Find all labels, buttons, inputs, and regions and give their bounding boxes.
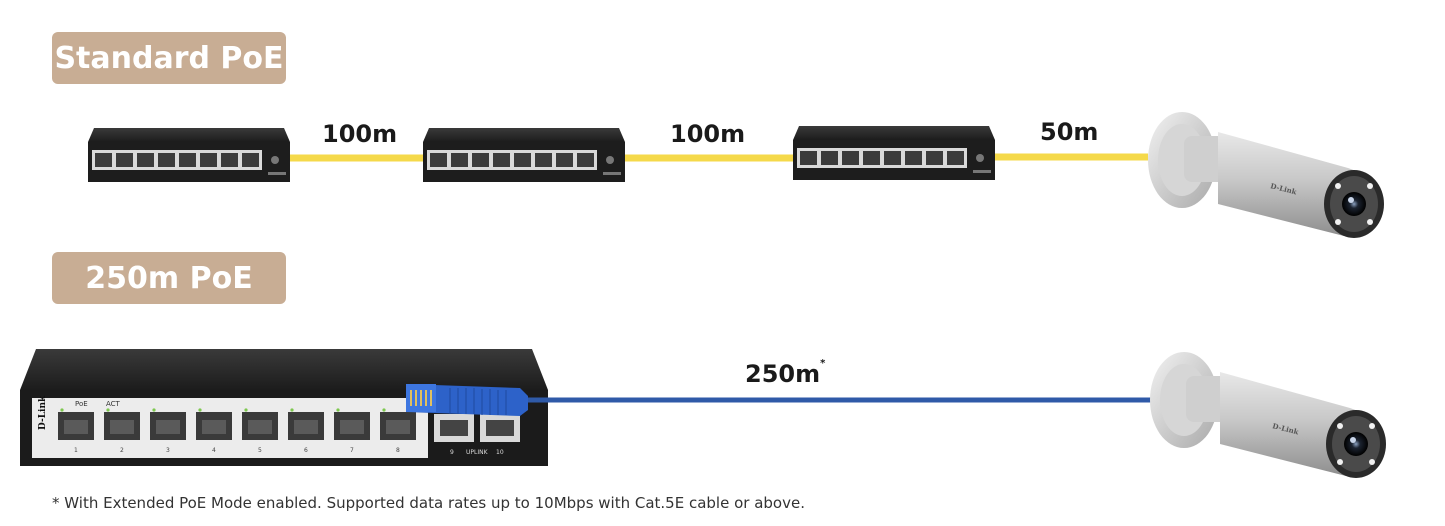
port-number-9: 9 <box>450 449 454 456</box>
segment-1-distance: 100m <box>322 120 398 148</box>
port-number-4: 4 <box>212 447 216 454</box>
extended-cable <box>406 384 1152 416</box>
camera-2: D-Link <box>1150 352 1386 478</box>
footnote: * With Extended PoE Mode enabled. Suppor… <box>52 494 805 512</box>
switch-brand-logo: D-Link <box>38 395 48 430</box>
extended-poe-badge: 250m PoE <box>52 252 286 304</box>
poe-switch-250m: D-Link PoE ACT <box>20 349 548 466</box>
camera-1: D-Link <box>1148 112 1384 238</box>
port-number-6: 6 <box>304 447 308 454</box>
segment-3-distance: 50m <box>1040 118 1099 146</box>
extended-distance: 250m* <box>745 358 826 388</box>
port-number-1: 1 <box>74 447 78 454</box>
camera-2-logo: D-Link <box>1272 421 1300 436</box>
poe-label: PoE <box>75 400 88 408</box>
switch-1 <box>88 128 290 182</box>
port-number-10: 10 <box>496 449 504 456</box>
switch-2 <box>423 128 625 182</box>
uplink-label: UPLINK <box>466 449 489 456</box>
standard-poe-badge: Standard PoE <box>52 32 286 84</box>
port-number-2: 2 <box>120 447 124 454</box>
camera-1-logo: D-Link <box>1270 181 1298 196</box>
port-number-7: 7 <box>350 447 354 454</box>
switch-3 <box>793 126 995 180</box>
port-number-5: 5 <box>258 447 262 454</box>
act-label: ACT <box>106 400 121 408</box>
standard-cables <box>288 153 1148 162</box>
port-number-8: 8 <box>396 447 400 454</box>
port-number-3: 3 <box>166 447 170 454</box>
segment-2-distance: 100m <box>670 120 746 148</box>
